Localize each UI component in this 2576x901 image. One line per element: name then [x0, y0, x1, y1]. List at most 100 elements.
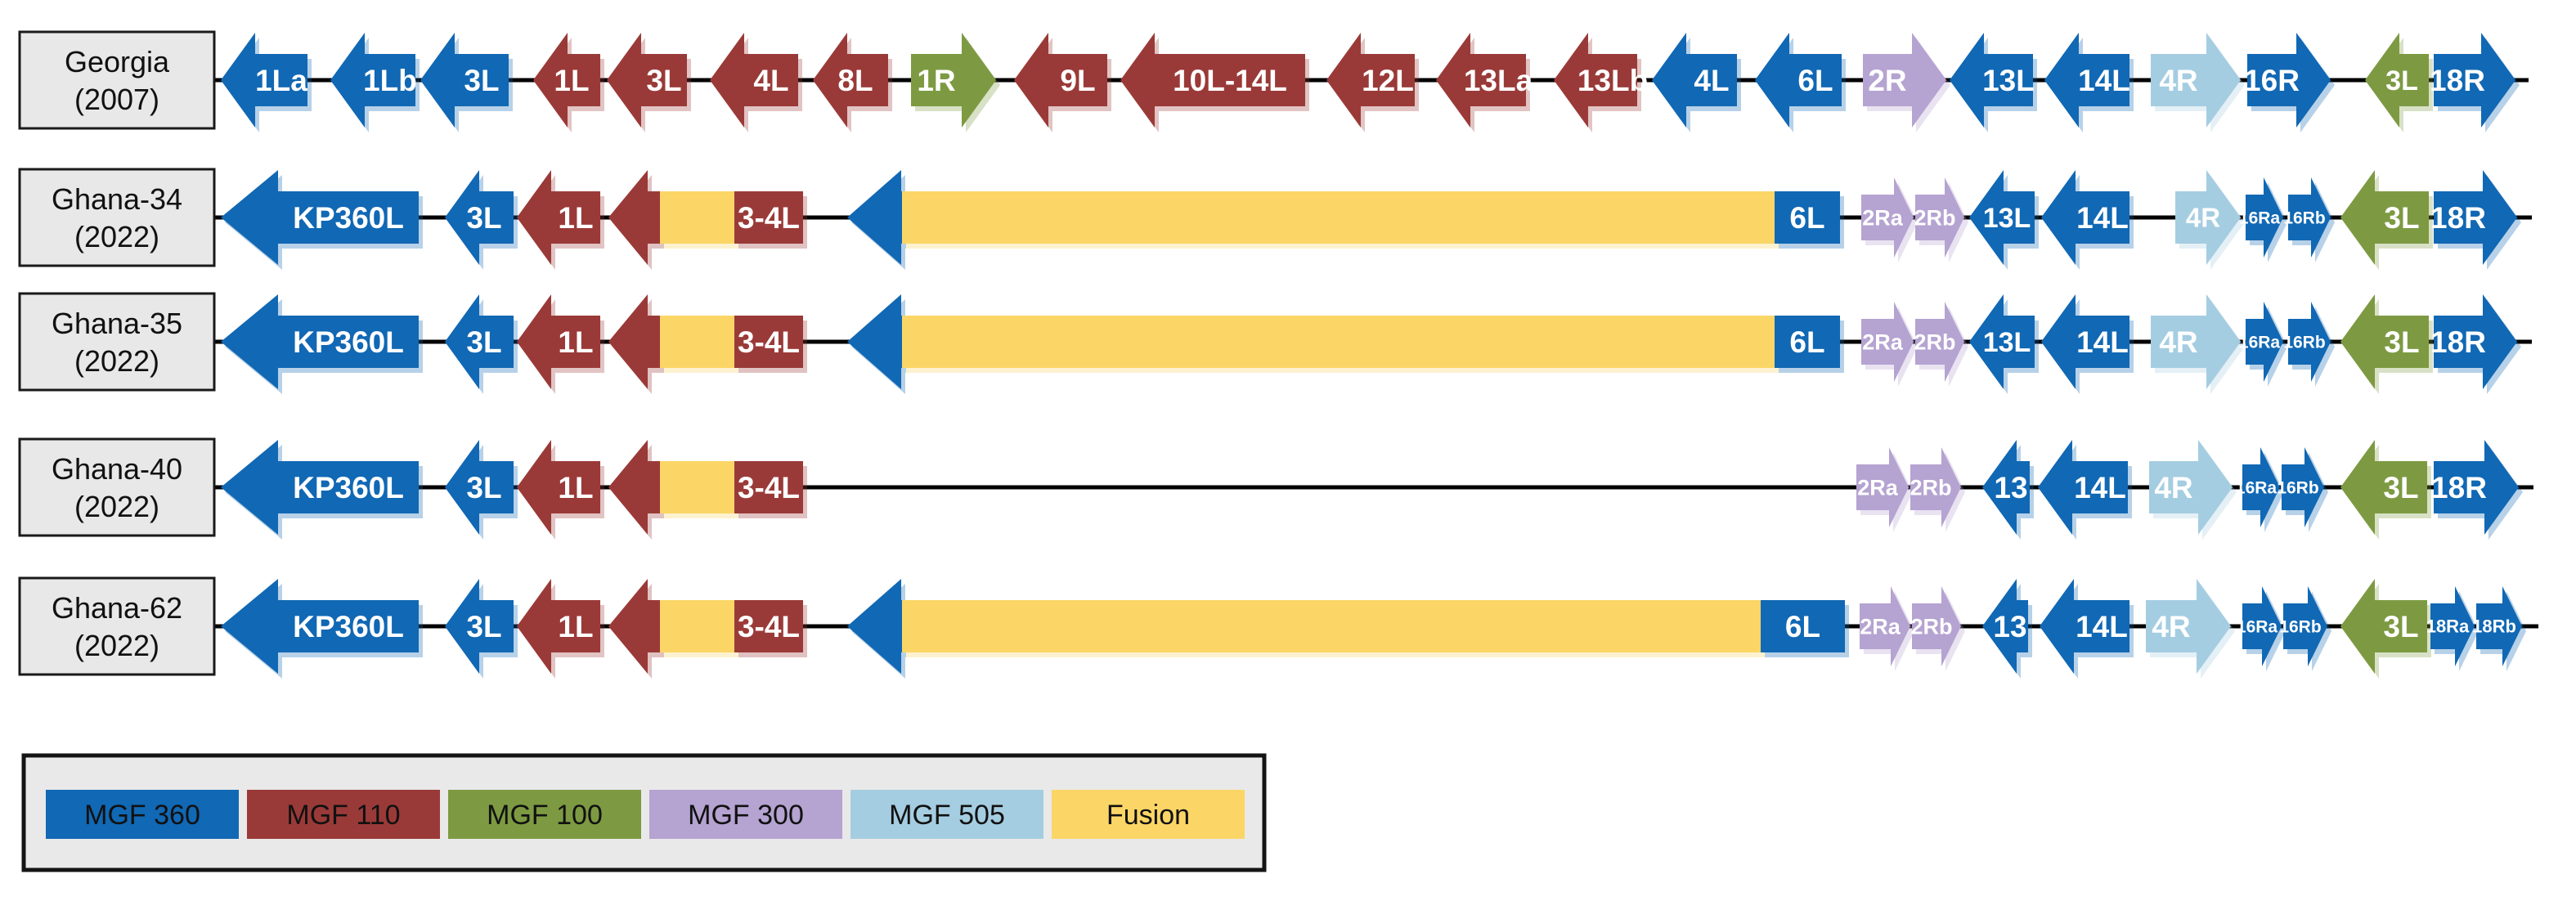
gene-label: 3L — [646, 64, 681, 97]
strain-name: Ghana-34 — [52, 182, 182, 216]
gene-arrow-segment — [734, 600, 803, 652]
gene-label: 12L — [1362, 64, 1414, 97]
gene-arrow-6L: 6L — [847, 579, 1849, 679]
gene-label: 3L — [466, 325, 501, 359]
gene-arrow-body: 1R — [911, 33, 996, 128]
gene-arrow-2Ra: 2Ra — [1860, 586, 1914, 671]
gene-arrow-14L: 14L — [2041, 170, 2134, 270]
gene-arrow-body: 3-4L — [608, 170, 803, 265]
gene-label: 3L — [464, 64, 499, 97]
gene-arrow-14L: 14L — [2044, 33, 2134, 132]
gene-arrow-14L: 14L — [2040, 579, 2134, 679]
gene-arrow-shape — [2434, 33, 2515, 128]
gene-arrow-body: 13L — [1969, 170, 2035, 265]
gene-arrow-body: 3L — [2340, 170, 2429, 265]
gene-arrow-8L: 8L — [813, 33, 892, 132]
gene-arrow-shape — [911, 33, 996, 128]
gene-arrow-body: KP360L — [221, 579, 419, 674]
gene-arrow-shape — [2282, 447, 2324, 527]
legend-swatch-fusion — [1052, 790, 1245, 839]
gene-arrow-shape — [1950, 33, 2033, 128]
gene-label: 4R — [2152, 610, 2190, 643]
gene-arrow-13L: 13L — [1969, 170, 2039, 270]
gene-arrow-shape — [2038, 440, 2128, 535]
gene-arrow-body: 16Rb — [2283, 302, 2331, 382]
gene-arrow-6L: 6L — [847, 170, 1844, 270]
gene-arrow-2Ra: 2Ra — [1861, 177, 1918, 262]
gene-label: 1L — [558, 325, 593, 359]
gene-arrow-body: 3L — [445, 440, 514, 535]
gene-label: 16Rb — [2283, 333, 2325, 352]
gene-arrow-shape — [2041, 170, 2129, 265]
gene-label: 16Ra — [2239, 208, 2281, 227]
gene-arrow-3L: 3L — [2340, 170, 2433, 270]
gene-arrow-shape — [2044, 33, 2129, 128]
gene-label: 1L — [558, 201, 593, 235]
strain-label-box — [18, 168, 216, 267]
gene-label: 3-4L — [738, 471, 800, 504]
gene-arrow-body: 13L — [1950, 33, 2035, 128]
gene-label: 16Ra — [2239, 333, 2281, 352]
legend-label-mgf360: MGF 360 — [84, 800, 200, 831]
gene-arrow-1L: 1L — [517, 440, 604, 540]
gene-arrow-16Rb: 16Rb — [2279, 586, 2331, 671]
gene-label: 13L — [1983, 203, 2031, 234]
gene-label: 2Ra — [1862, 329, 1904, 354]
gene-arrow-body: 4R — [2175, 170, 2241, 265]
gene-arrow-2Rb: 2Rb — [1914, 177, 1968, 262]
gene-arrow-13: 13 — [1982, 579, 2032, 679]
gene-arrow-shape — [533, 33, 600, 128]
legend-label-mgf110: MGF 110 — [286, 800, 400, 831]
gene-arrow-6L: 6L — [1755, 33, 1846, 132]
gene-arrow-shape — [1982, 579, 2028, 674]
gene-arrow-shape — [420, 33, 509, 128]
strain-year: (2022) — [74, 220, 159, 253]
strain-label-box — [18, 292, 216, 392]
gene-arrow-9L: 9L — [1014, 33, 1111, 132]
gene-label: 18R — [2430, 325, 2486, 359]
gene-label: 16Rb — [2277, 478, 2318, 497]
gene-arrow-shape — [2340, 579, 2427, 674]
gene-arrow-shape — [2149, 440, 2233, 535]
gene-arrow-14L: 14L — [2041, 294, 2134, 394]
gene-arrow-body: 2Rb — [1914, 302, 1964, 382]
gene-arrow-shape — [1120, 33, 1305, 128]
gene-label: 2Rb — [1910, 614, 1952, 639]
strain-name: Ghana-35 — [52, 307, 182, 340]
gene-arrow-segment — [734, 191, 803, 244]
gene-label: 4L — [753, 64, 788, 97]
gene-arrow-shape — [1915, 177, 1964, 258]
gene-arrow-shape — [1861, 177, 1914, 258]
gene-arrow-4R: 4R — [2175, 170, 2245, 270]
gene-arrow-body: 1L — [517, 440, 600, 535]
gene-arrow-segment — [660, 600, 734, 652]
gene-arrow-shape — [1436, 33, 1526, 128]
gene-arrow-18Ra: 18Ra — [2426, 586, 2479, 671]
gene-arrow-shape — [2246, 302, 2283, 382]
gene-arrow-shape — [2340, 294, 2429, 389]
gene-arrow-segment — [1761, 600, 1845, 652]
gene-arrow-1La: 1La — [221, 33, 312, 132]
gene-arrow-KP360L: KP360L — [221, 294, 423, 394]
gene-arrow-shape — [2247, 33, 2331, 128]
gene-arrow-body: 3L — [445, 579, 514, 674]
gene-arrow-body: 2R — [1863, 33, 1946, 128]
gene-arrow-shape — [1861, 302, 1914, 382]
gene-arrow-3L: 3L — [2340, 440, 2431, 540]
gene-arrow-4L: 4L — [1652, 33, 1741, 132]
gene-arrow-4R: 4R — [2151, 33, 2245, 132]
gene-arrow-body: 3L — [445, 170, 514, 265]
gene-label: 3-4L — [738, 610, 800, 643]
gene-arrow-body: 1L — [533, 33, 600, 128]
gene-arrow-segment — [902, 191, 1775, 244]
gene-arrow-body: 3L — [2365, 33, 2429, 128]
gene-arrow-2Rb: 2Rb — [1910, 586, 1965, 671]
gene-label: 13L — [1983, 327, 2031, 358]
gene-arrow-body: 2Ra — [1856, 447, 1909, 527]
gene-arrow-segment — [902, 316, 1775, 368]
gene-label: 2Ra — [1860, 614, 1901, 639]
gene-arrow-body: 4R — [2146, 579, 2231, 674]
gene-arrow-segment — [1775, 191, 1840, 244]
